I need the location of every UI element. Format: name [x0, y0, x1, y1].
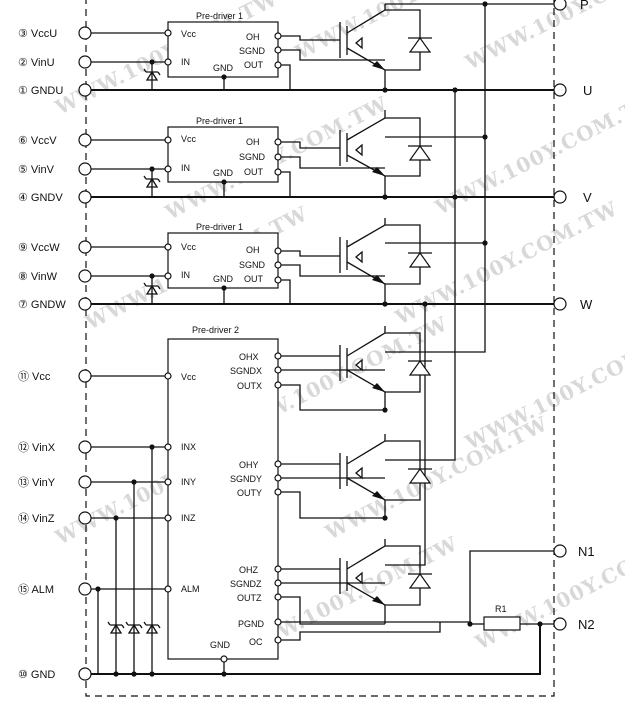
resistor-body: [483, 616, 521, 631]
predriver-title: Pre-driver 1: [196, 222, 243, 232]
igbt-y-low: [339, 434, 432, 518]
pin-outx-label: OUTX: [237, 381, 262, 391]
predriver-title: Pre-driver 2: [192, 325, 239, 335]
junction-dots: [95, 1, 543, 677]
pin-label-vccw: ⑨ VccW: [18, 242, 60, 254]
igbt-z-low: [339, 539, 432, 624]
pin-in-label: IN: [181, 163, 190, 173]
pin-label-gndv: ④ GNDV: [18, 192, 63, 204]
pin-ohy-label: OHY: [239, 460, 259, 470]
pin-gnd-label: GND: [213, 168, 234, 178]
pin-label-vinv: ⑤ VinV: [18, 164, 55, 176]
pin-label-gndw: ⑦ GNDW: [18, 299, 66, 311]
pin-sgnd-label: SGND: [239, 260, 266, 270]
predriver-w: Pre-driver 1 Vcc IN GND OH SGND OUT: [167, 222, 279, 289]
watermark-layer: WWW.100Y.COM.TW WWW.100Y.COM.TW WWW.100Y…: [50, 0, 625, 665]
pin-sgnd-label: SGND: [239, 152, 266, 162]
pin-outz-label: OUTZ: [237, 593, 262, 603]
pin-label-vcc: ⑪ Vcc: [18, 370, 51, 383]
pin-in-label: IN: [181, 270, 190, 280]
pin-pgnd-label: PGND: [238, 619, 265, 629]
resistor-r1: R1: [483, 604, 521, 631]
pin-ohx-label: OHX: [239, 352, 259, 362]
watermark: WWW.100Y.COM.TW: [470, 521, 625, 655]
predriver-u: Pre-driver 1 Vcc IN GND OH SGND OUT: [167, 11, 279, 78]
pin-gnd-label: GND: [213, 274, 234, 284]
pin-sgndy-label: SGNDY: [230, 474, 262, 484]
pin-label-gnd: ⑩ GND: [18, 669, 55, 681]
pin-alm-label: ALM: [181, 584, 200, 594]
zener-clamps: [107, 68, 161, 634]
resistor-label: R1: [495, 604, 507, 614]
terminal-p: P: [580, 0, 589, 12]
pin-vcc-label: Vcc: [181, 29, 197, 39]
pin-label-vinz: ⑭ VinZ: [18, 512, 55, 525]
pin-in-label: IN: [181, 57, 190, 67]
pin-label-alm: ⑮ ALM: [18, 583, 54, 596]
module-boundary: [85, 0, 555, 697]
pin-out-label: OUT: [244, 274, 264, 284]
pin-oh-label: OH: [246, 137, 260, 147]
pin-label-vinw: ⑧ VinW: [18, 271, 58, 283]
input-pins: ③ VccU ② VinU ① GNDU ⑥ VccV ⑤ VinV ④ GND…: [18, 28, 66, 681]
igbt-x-low: [339, 326, 432, 410]
terminal-n2: N2: [578, 617, 595, 632]
power-terminals: P U V W N1 N2: [553, 0, 595, 632]
pin-vcc-label: Vcc: [181, 242, 197, 252]
pin-sgndz-label: SGNDZ: [230, 579, 262, 589]
pin-label-vinu: ② VinU: [18, 57, 55, 69]
input-terminal-circles: [78, 26, 92, 681]
pin-gnd-label: GND: [210, 640, 231, 650]
pin-label-vinx: ⑫ VinX: [18, 441, 56, 454]
predriver-v: Pre-driver 1 Vcc IN GND OH SGND OUT: [167, 116, 279, 183]
pin-gnd-label: GND: [213, 63, 234, 73]
pin-out-label: OUT: [244, 167, 264, 177]
pin-vcc-label: Vcc: [181, 134, 197, 144]
pin-outy-label: OUTY: [237, 488, 262, 498]
predriver-pin-circles: [164, 29, 282, 663]
igbt-cells: [339, 4, 432, 624]
igbt-w-high: [339, 218, 432, 304]
pin-label-viny: ⑬ VinY: [18, 476, 56, 489]
predriver-2: Pre-driver 2 Vcc INX INY INZ ALM GND OHX…: [167, 325, 279, 660]
pin-out-label: OUT: [244, 60, 264, 70]
output-wiring: [278, 3, 554, 641]
pin-vcc-label: Vcc: [181, 372, 197, 382]
terminal-u: U: [583, 83, 592, 98]
terminal-n1: N1: [578, 544, 595, 559]
pin-sgndx-label: SGNDX: [230, 366, 262, 376]
predriver-title: Pre-driver 1: [196, 11, 243, 21]
pin-label-vccv: ⑥ VccV: [18, 135, 57, 147]
pin-sgnd-label: SGND: [239, 46, 266, 56]
pin-oc-label: OC: [249, 637, 263, 647]
igbt-v-high: [339, 110, 432, 197]
pin-iny-label: INY: [181, 477, 196, 487]
terminal-w: W: [580, 297, 593, 312]
pin-inz-label: INZ: [181, 513, 196, 523]
pin-oh-label: OH: [246, 245, 260, 255]
pin-ohz-label: OHZ: [239, 565, 259, 575]
terminal-v: V: [583, 190, 592, 205]
pin-label-vccu: ③ VccU: [18, 28, 57, 40]
igbt-u-high: [339, 4, 432, 90]
predriver-box: [167, 338, 279, 660]
predriver-title: Pre-driver 1: [196, 116, 243, 126]
watermark: WWW.100Y.COM.TW: [430, 86, 625, 220]
pin-label-gndu: ① GNDU: [18, 85, 63, 97]
pin-inx-label: INX: [181, 442, 196, 452]
pin-oh-label: OH: [246, 32, 260, 42]
